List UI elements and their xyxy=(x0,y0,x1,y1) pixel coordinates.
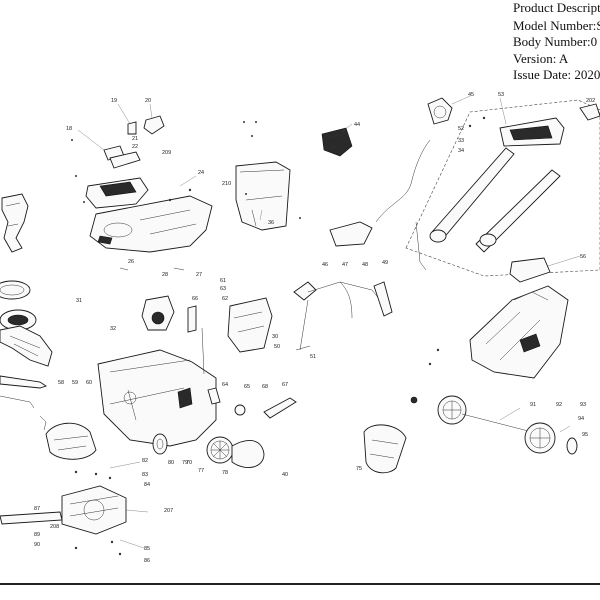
callout-label: 51 xyxy=(310,354,316,360)
callout-label: 36 xyxy=(268,220,274,226)
cable-harness xyxy=(329,97,453,271)
callout-label: 207 xyxy=(164,508,173,514)
callout-label: 90 xyxy=(34,542,40,548)
callout-label: 85 xyxy=(144,546,150,552)
version-label: Version: A xyxy=(513,51,569,66)
callout-label: 27 xyxy=(196,272,202,278)
callout-label: 79 xyxy=(182,460,188,466)
callout-label: 33 xyxy=(458,138,464,144)
callout-label: 66 xyxy=(192,296,198,302)
callout-label: 49 xyxy=(382,260,388,266)
callout-label: 77 xyxy=(198,468,204,474)
callout-label: 78 xyxy=(222,470,228,476)
callout-label: 63 xyxy=(220,286,226,292)
handle-assembly xyxy=(405,99,600,277)
callout-label: 89 xyxy=(34,532,40,538)
callout-label: 60 xyxy=(86,380,92,386)
top-cover-assembly xyxy=(71,115,213,271)
callout-label: 67 xyxy=(282,382,288,388)
footer-rule xyxy=(0,583,600,585)
callout-label: 22 xyxy=(132,144,138,150)
callout-label: 30 xyxy=(272,334,278,340)
callout-label: 92 xyxy=(556,402,562,408)
callout-label: 95 xyxy=(582,432,588,438)
callout-label: 75 xyxy=(356,466,362,472)
callout-label: 93 xyxy=(580,402,586,408)
auger-housing xyxy=(97,295,273,447)
callout-label: 32 xyxy=(110,326,116,332)
callout-label: 70 xyxy=(186,460,192,466)
callout-label: 31 xyxy=(76,298,82,304)
callout-label: 59 xyxy=(72,380,78,386)
rear-wheel-assembly xyxy=(363,395,578,474)
callout-label: 20 xyxy=(145,98,151,104)
rear-housing xyxy=(428,257,569,379)
callout-label: 62 xyxy=(222,296,228,302)
callout-label: 46 xyxy=(322,262,328,268)
callout-label: 26 xyxy=(128,259,134,265)
callout-label: 82 xyxy=(142,458,148,464)
callout-label: 210 xyxy=(222,181,231,187)
callout-label: 87 xyxy=(34,506,40,512)
callout-label: 68 xyxy=(262,384,268,390)
model-number-label: Model Number:S xyxy=(513,18,600,33)
product-description-label: Product Descript xyxy=(513,0,600,15)
callout-label: 86 xyxy=(144,558,150,564)
callout-label: 58 xyxy=(58,380,64,386)
callout-label: 28 xyxy=(162,272,168,278)
callout-label: 34 xyxy=(458,148,464,154)
battery-compartment xyxy=(235,121,353,231)
callout-label: 56 xyxy=(580,254,586,260)
drive-train xyxy=(152,387,297,469)
callout-label: 50 xyxy=(274,344,280,350)
callout-label: 202 xyxy=(586,98,595,104)
callout-label: 19 xyxy=(111,98,117,104)
callout-label: 47 xyxy=(342,262,348,268)
callout-label: 80 xyxy=(168,460,174,466)
issue-date-label: Issue Date: 2020 xyxy=(513,67,600,82)
callout-label: 208 xyxy=(50,524,59,530)
callout-label: 94 xyxy=(578,416,584,422)
lower-handle-bail xyxy=(293,281,393,351)
callout-label: 65 xyxy=(244,384,250,390)
callout-label: 44 xyxy=(354,122,360,128)
callout-label: 18 xyxy=(66,126,72,132)
callout-label: 24 xyxy=(198,170,204,176)
body-number-label: Body Number:0 xyxy=(513,34,598,49)
callout-numbers: 19 20 18 21 22 209 24 210 36 44 45 53 20… xyxy=(34,92,595,564)
callout-label: 52 xyxy=(458,126,464,132)
callout-label: 53 xyxy=(498,92,504,98)
callout-label: 83 xyxy=(142,472,148,478)
auger-shaft xyxy=(0,422,127,556)
exploded-view-drawing: 19 20 18 21 22 209 24 210 36 44 45 53 20… xyxy=(0,92,600,564)
callout-label: 64 xyxy=(222,382,228,388)
callout-label: 84 xyxy=(144,482,150,488)
callout-label: 61 xyxy=(220,278,226,284)
callout-label: 209 xyxy=(162,150,171,156)
chute-assembly xyxy=(0,193,53,431)
callout-label: 21 xyxy=(132,136,138,142)
callout-label: 40 xyxy=(282,472,288,478)
leader-lines xyxy=(77,95,581,549)
callout-label: 48 xyxy=(362,262,368,268)
callout-label: 91 xyxy=(530,402,536,408)
callout-label: 45 xyxy=(468,92,474,98)
